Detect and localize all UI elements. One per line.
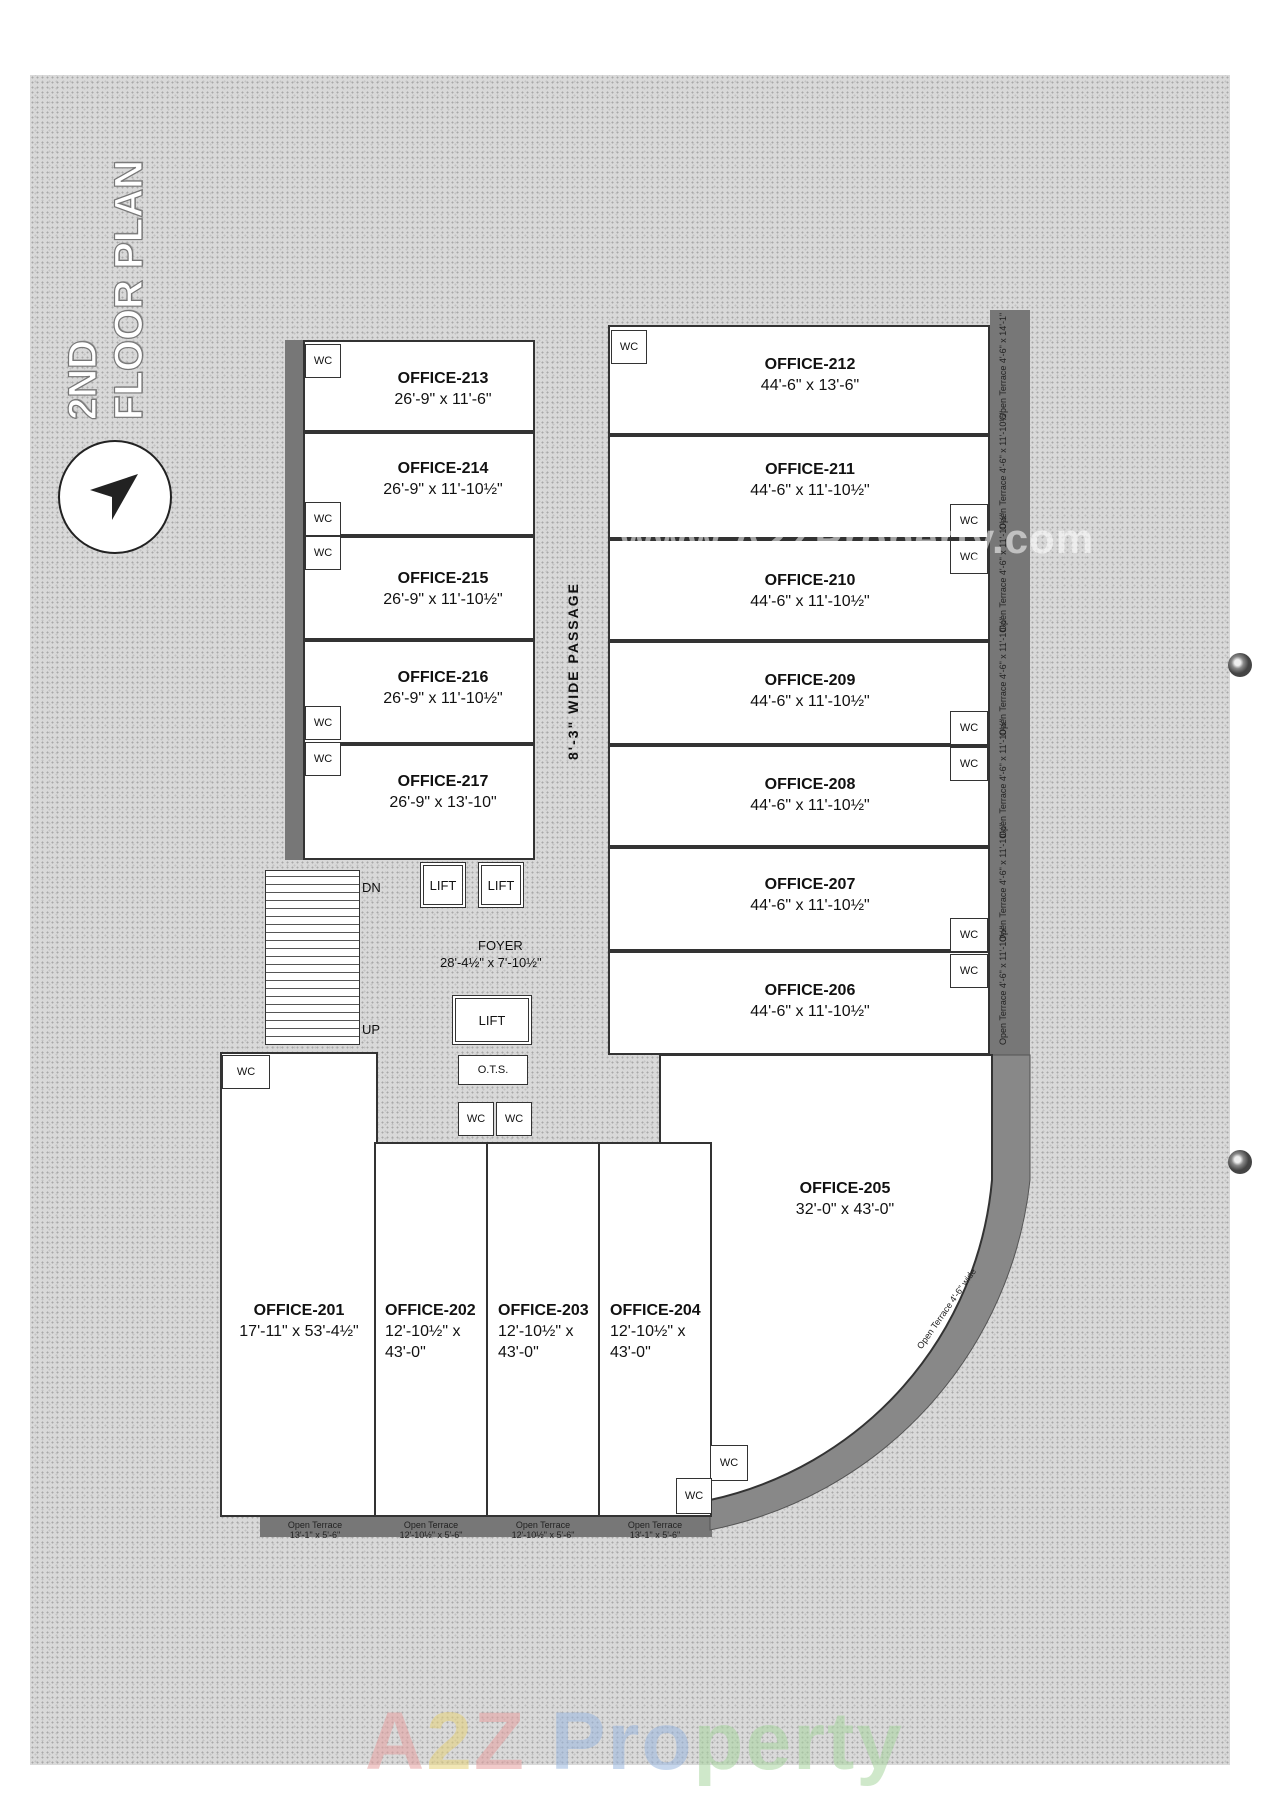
side-terrace-label: Open Terrace 4'-6" x 11'-10½" xyxy=(998,718,1008,838)
left-wall xyxy=(285,340,303,860)
title-line1: 2ND xyxy=(60,339,105,420)
lift: LIFT xyxy=(420,862,466,908)
wc: WC xyxy=(950,540,988,574)
office-214[interactable] xyxy=(303,432,535,536)
watermark-logo: A2Z Property xyxy=(365,1696,904,1787)
binder-hole-icon xyxy=(1228,1150,1252,1174)
wc: WC xyxy=(950,711,988,745)
wc: WC xyxy=(305,536,341,570)
title-line2: FLOOR PLAN xyxy=(106,159,151,420)
office-201[interactable] xyxy=(220,1052,378,1517)
side-terrace-label: Open Terrace 4'-6" x 11'-10½" xyxy=(998,925,1008,1045)
office-211[interactable] xyxy=(608,435,990,539)
wc: WC xyxy=(305,344,341,378)
bottom-left-wall xyxy=(260,1515,712,1537)
ots-shaft: O.T.S. xyxy=(458,1055,528,1085)
wc: WC xyxy=(611,330,647,364)
office-212[interactable] xyxy=(608,325,990,435)
stairs-down-label: DN xyxy=(362,880,381,895)
watermark-url: www.A2ZProperty.com xyxy=(620,515,1095,562)
office-209[interactable] xyxy=(608,641,990,745)
lift: LIFT xyxy=(478,862,524,908)
right-terrace-strip xyxy=(990,310,1030,1055)
foyer-label: FOYER xyxy=(478,938,523,953)
office-217[interactable] xyxy=(303,744,535,860)
wc: WC xyxy=(950,954,988,988)
side-terrace-label: Open Terrace 4'-6" x 11'-10½" xyxy=(998,822,1008,942)
binder-hole-icon xyxy=(1228,653,1252,677)
wc: WC xyxy=(222,1055,270,1089)
passage-label: 8'-3" WIDE PASSAGE xyxy=(565,582,581,760)
wc: WC xyxy=(710,1445,748,1481)
staircase xyxy=(265,870,360,1045)
office-216[interactable] xyxy=(303,640,535,744)
office-207[interactable] xyxy=(608,847,990,951)
wc: WC xyxy=(305,502,341,536)
wc: WC xyxy=(305,742,341,776)
north-arrow-icon xyxy=(58,440,172,554)
plan-title: 2ND FLOOR PLAN xyxy=(60,120,152,420)
office-206[interactable] xyxy=(608,951,990,1055)
wc: WC xyxy=(950,504,988,538)
office-208[interactable] xyxy=(608,745,990,847)
wc: WC xyxy=(676,1478,712,1514)
wc: WC xyxy=(950,747,988,781)
side-terrace-label: Open Terrace 4'-6" x 14'-1" xyxy=(998,312,1008,420)
office-205-shape[interactable] xyxy=(600,1050,1040,1550)
wc: WC xyxy=(458,1102,494,1136)
wc: WC xyxy=(950,918,988,952)
stairs-up-label: UP xyxy=(362,1022,381,1037)
wc: WC xyxy=(305,706,341,740)
foyer-size: 28'-4½" x 7'-10½" xyxy=(440,955,542,970)
office-202[interactable] xyxy=(374,1142,488,1517)
office-213[interactable] xyxy=(303,340,535,432)
office-204[interactable] xyxy=(598,1142,712,1517)
office-215[interactable] xyxy=(303,536,535,640)
wc: WC xyxy=(496,1102,532,1136)
lift: LIFT xyxy=(452,995,532,1045)
office-210[interactable] xyxy=(608,539,990,641)
